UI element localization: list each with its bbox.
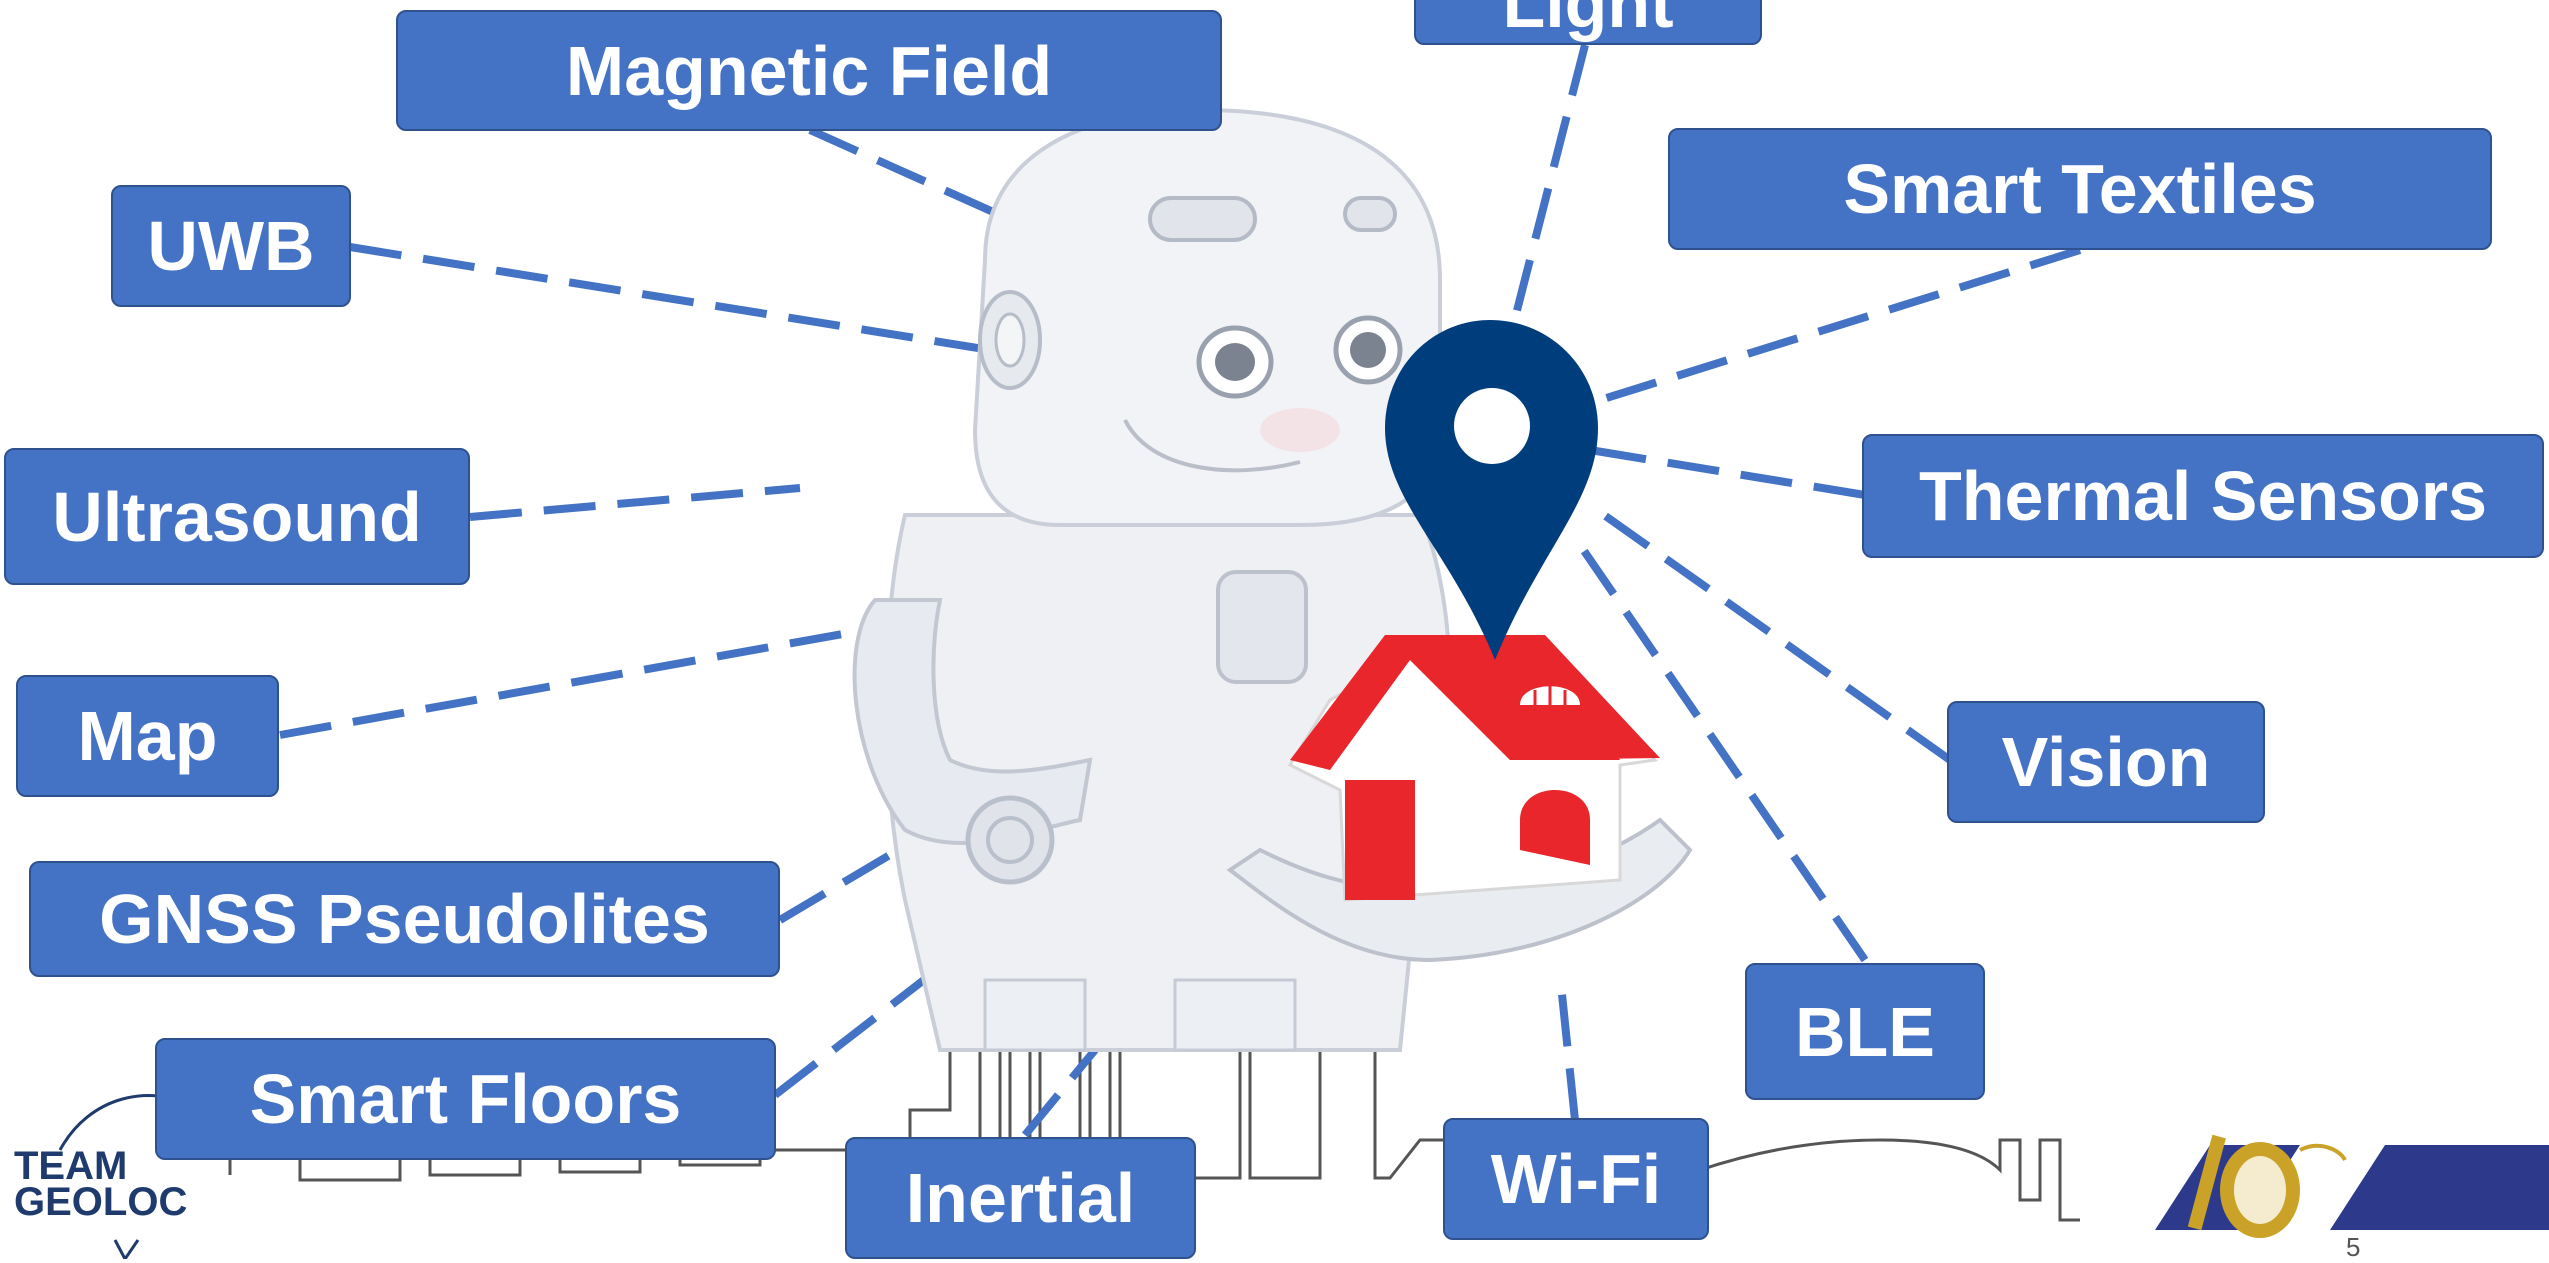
label-light: Light [1414,0,1762,45]
connector-light [1508,44,1589,331]
label-ble: BLE [1745,963,1985,1100]
connector-inertial [1021,1047,1099,1138]
connector-map [279,626,866,739]
connector-thermal-sensors [1589,446,1866,499]
label-smart-textiles: Smart Textiles [1668,128,2492,250]
connector-wifi [1556,974,1579,1121]
logo-line-team: TEAM [14,1144,128,1188]
location-pin-icon [1385,320,1598,660]
connector-gnss-pseudolites [777,836,918,924]
label-map: Map [16,675,279,797]
label-gnss-pseudolites: GNSS Pseudolites [29,861,780,977]
label-vision: Vision [1947,701,2265,823]
connectors [279,44,2082,1138]
label-inertial: Inertial [845,1137,1196,1259]
logo-line-geoloc: GEOLOC [14,1180,188,1224]
house-icon [1287,635,1660,902]
connector-ble [1576,542,1869,963]
label-wifi: Wi-Fi [1443,1118,1709,1240]
connector-magnetic-field [808,126,1002,219]
connector-ultrasound [469,484,801,521]
anniversary-logo [2155,1134,2549,1238]
label-uwb: UWB [111,185,351,307]
connector-uwb [349,243,991,354]
label-ultrasound: Ultrasound [4,448,470,585]
connector-smart-textiles [1598,246,2082,404]
label-smart-floors: Smart Floors [155,1038,776,1160]
label-magnetic-field: Magnetic Field [396,10,1222,131]
label-thermal-sensors: Thermal Sensors [1862,434,2544,558]
robot-illustration [852,107,1693,1052]
page-number: 5 [2346,1232,2361,1262]
team-geoloc-logo: TEAM GEOLOC [14,1144,188,1224]
